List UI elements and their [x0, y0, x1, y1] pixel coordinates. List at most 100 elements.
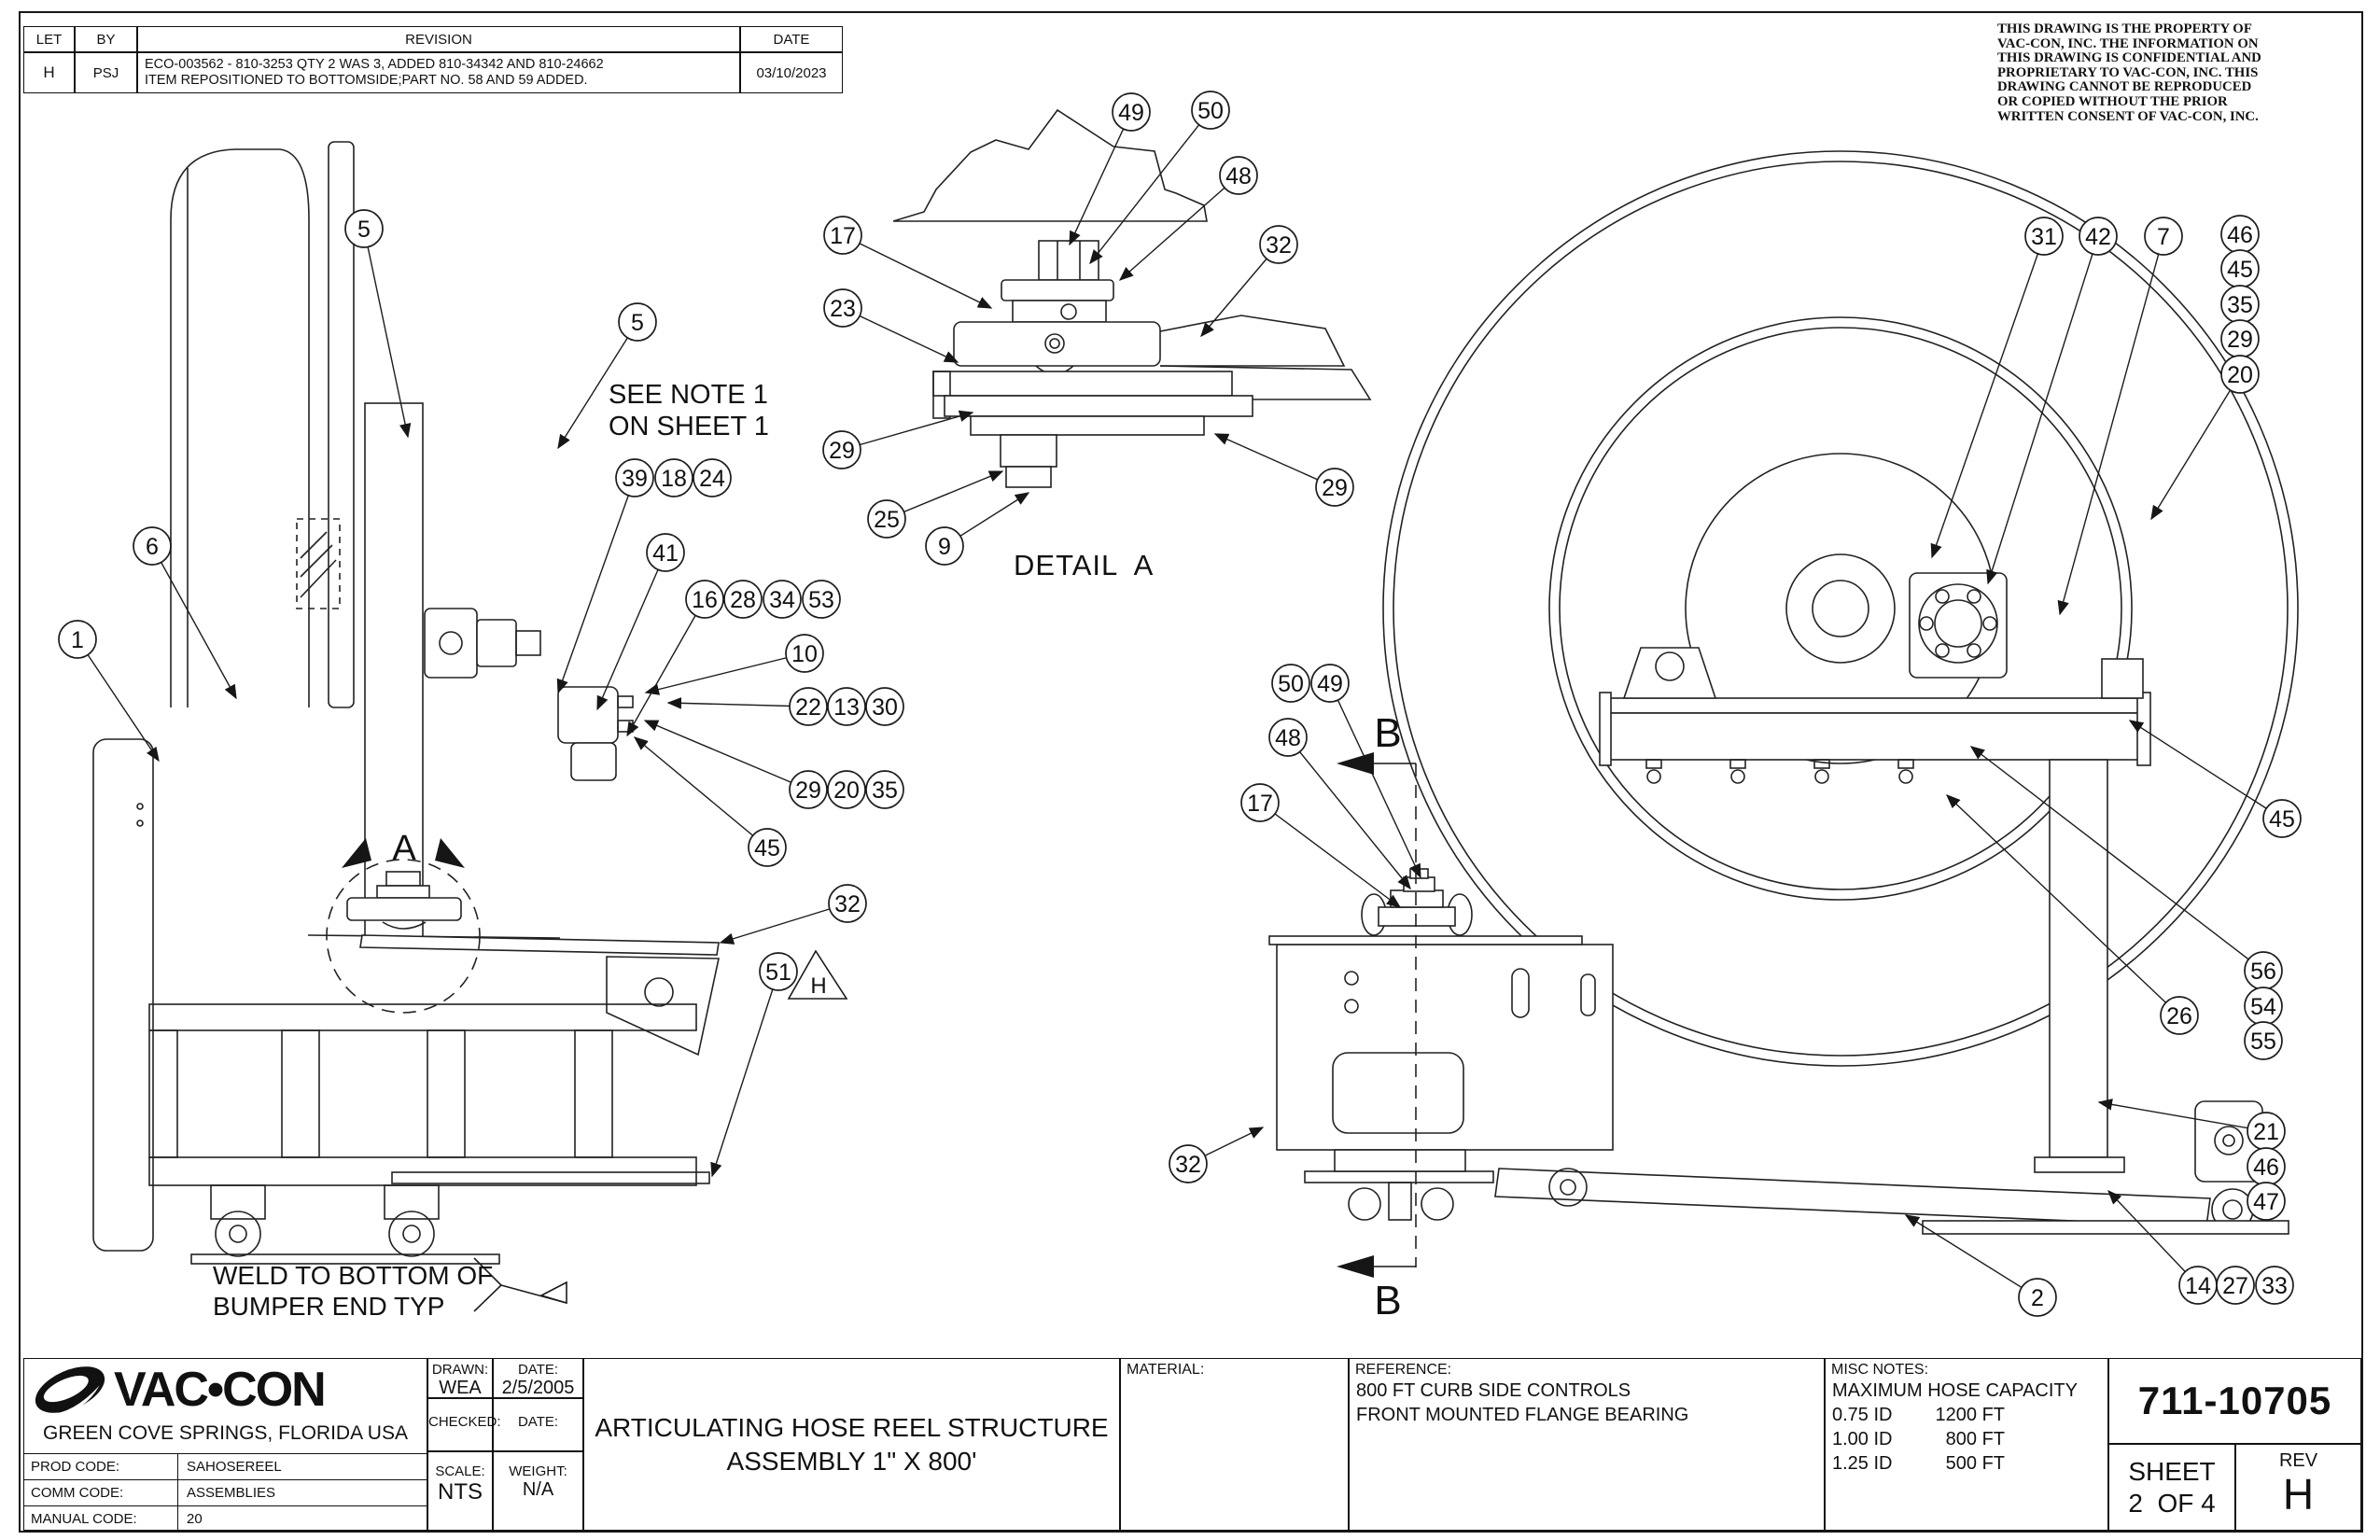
- balloon-number-30: 30: [872, 694, 898, 721]
- balloon-number-16: 16: [692, 587, 718, 613]
- company-location: GREEN COVE SPRINGS, FLORIDA USA: [43, 1422, 408, 1444]
- balloon-28-9: 28: [723, 580, 763, 619]
- leader-line-6: [151, 545, 237, 700]
- balloon-7-34: 7: [2144, 217, 2183, 256]
- balloon-31-32: 31: [2024, 217, 2064, 256]
- balloon-number-46: 46: [2227, 222, 2253, 248]
- balloon-54-42: 54: [2244, 987, 2283, 1026]
- balloon-17-22: 17: [823, 216, 862, 255]
- balloon-16-8: 16: [685, 580, 724, 619]
- reference-line1: 800 FT CURB SIDE CONTROLS: [1356, 1380, 1631, 1401]
- balloon-number-35: 35: [872, 777, 898, 804]
- date1-value: 2/5/2005: [501, 1378, 575, 1398]
- drawn-cell: DRAWN: WEA: [427, 1358, 493, 1398]
- balloon-29-31: 29: [1315, 468, 1354, 507]
- balloon-circle-53: [802, 580, 841, 619]
- balloon-circle-33: [2255, 1266, 2294, 1305]
- leader-line-29: [841, 410, 974, 451]
- balloon-22-13: 22: [789, 687, 828, 726]
- leader-line-45: [2128, 720, 2283, 819]
- balloon-50-52: 50: [1271, 664, 1310, 703]
- balloon-circle-55: [2244, 1021, 2283, 1060]
- revision-row-description: ECO-003562 - 810-3253 QTY 2 WAS 3, ADDED…: [137, 52, 740, 93]
- balloon-number-26: 26: [2166, 1003, 2192, 1029]
- balloon-circle-45: [748, 828, 787, 867]
- drawing-title-cell: ARTICULATING HOSE REEL STRUCTURE ASSEMBL…: [583, 1358, 1120, 1531]
- weld-note-annotation: WELD TO BOTTOM OF BUMPER END TYP: [213, 1260, 493, 1322]
- drawn-value: WEA: [439, 1378, 482, 1398]
- weld-triangle-letter: H: [810, 973, 826, 999]
- balloon-number-41: 41: [652, 540, 679, 567]
- weight-cell: WEIGHT: N/A: [493, 1451, 583, 1531]
- leader-line-32: [1200, 244, 1280, 338]
- detail-a-label: DETAIL A: [1014, 549, 1155, 581]
- balloon-6-2: 6: [133, 526, 172, 566]
- prod-code-row: PROD CODE: SAHOSEREEL: [24, 1453, 427, 1479]
- drawing-number: 711-10705: [2137, 1379, 2332, 1422]
- date1-label: DATE:: [517, 1362, 559, 1378]
- balloon-number-56: 56: [2250, 959, 2276, 985]
- property-notice: THIS DRAWING IS THE PROPERTY OF VAC-CON,…: [1997, 21, 2363, 124]
- hose-ft-800: 800 FT: [1945, 1429, 2005, 1449]
- balloon-48-26: 48: [1219, 156, 1258, 195]
- balloon-49-24: 49: [1112, 92, 1151, 132]
- balloon-number-48: 48: [1225, 163, 1252, 189]
- balloon-circle-32: [1259, 225, 1298, 264]
- revision-table: LET BY REVISION DATE H PSJ ECO-003562 - …: [23, 26, 843, 93]
- date2-cell: DATE:: [493, 1398, 583, 1451]
- balloon-number-39: 39: [622, 466, 648, 492]
- balloon-number-20: 20: [833, 777, 860, 804]
- balloon-circle-20: [2220, 355, 2260, 394]
- balloon-35-18: 35: [865, 770, 904, 809]
- leader-line-31: [1930, 235, 2045, 559]
- property-notice-line: PROPRIETARY TO VAC-CON, INC. THIS: [1997, 64, 2259, 80]
- balloon-9-30: 9: [925, 526, 964, 566]
- revision-row-let: H: [23, 52, 75, 93]
- balloon-circle-50: [1191, 91, 1230, 130]
- balloon-53-11: 53: [802, 580, 841, 619]
- balloon-circle-13: [827, 687, 866, 726]
- balloon-number-13: 13: [833, 694, 860, 721]
- scale-cell: SCALE: NTS: [427, 1451, 493, 1531]
- hose-id-075: 0.75 ID: [1832, 1405, 1893, 1425]
- drawing-title-line2: ASSEMBLY 1" X 800': [726, 1446, 977, 1476]
- balloon-circle-31: [2024, 217, 2064, 256]
- balloon-circle-7: [2144, 217, 2183, 256]
- misc-row: 0.75 ID 1200 FT: [1826, 1403, 2107, 1427]
- balloon-circle-6: [133, 526, 172, 566]
- balloon-number-47: 47: [2253, 1189, 2279, 1215]
- balloon-number-55: 55: [2250, 1029, 2276, 1055]
- balloon-circle-24: [693, 458, 732, 497]
- balloon-46-46: 46: [2247, 1147, 2286, 1186]
- company-cell: VAC•CON GREEN COVE SPRINGS, FLORIDA USA …: [23, 1358, 427, 1532]
- leader-line-20: [2150, 373, 2241, 521]
- balloon-circle-23: [823, 288, 862, 328]
- leader-line-5: [363, 228, 412, 439]
- drawing-title-line1: ARTICULATING HOSE REEL STRUCTURE: [595, 1412, 1109, 1442]
- leader-line-48: [1118, 175, 1239, 281]
- leader-line-26: [1945, 794, 2180, 1016]
- balloon-number-6: 6: [146, 534, 159, 560]
- balloon-circle-39: [615, 458, 654, 497]
- rev-label: REV: [2278, 1450, 2318, 1471]
- hose-ft-1200: 1200 FT: [1935, 1405, 2005, 1425]
- balloon-34-10: 34: [763, 580, 802, 619]
- revision-header-let-label: LET: [35, 31, 63, 48]
- balloon-49-53: 49: [1310, 664, 1350, 703]
- balloon-circle-5: [344, 209, 384, 248]
- property-notice-line: THIS DRAWING IS CONFIDENTIAL AND: [1997, 50, 2261, 66]
- detail-a-right-arrow-icon: [435, 838, 465, 868]
- balloon-51-21: 51: [759, 952, 798, 991]
- checked-cell: CHECKED:: [427, 1398, 501, 1451]
- detail-a-lineart: [892, 108, 1372, 488]
- revision-row-date: 03/10/2023: [740, 52, 843, 93]
- title-block: VAC•CON GREEN COVE SPRINGS, FLORIDA USA …: [23, 1358, 2361, 1532]
- property-notice-line: VAC-CON, INC. THE INFORMATION ON: [1997, 35, 2259, 51]
- leader-line-17: [842, 234, 993, 309]
- balloon-41-7: 41: [646, 533, 685, 572]
- leader-line-5: [557, 321, 638, 450]
- balloon-circle-20: [827, 770, 866, 809]
- sheet-label: SHEET: [2128, 1456, 2216, 1486]
- leader-line-17: [1259, 802, 1402, 908]
